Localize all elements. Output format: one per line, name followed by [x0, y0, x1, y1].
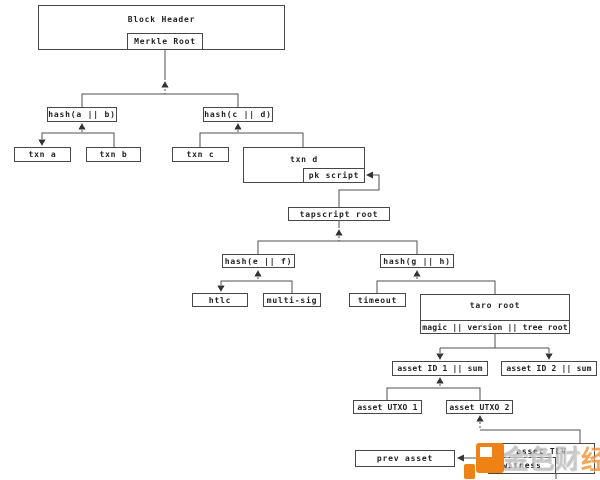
node-label: magic || version || tree root — [422, 322, 568, 332]
node-merkle-root: Merkle Root — [127, 33, 203, 50]
node-hash-ef: hash(e || f) — [222, 254, 295, 268]
node-txn-b: txn b — [86, 147, 141, 162]
node-asset-id-2: asset ID 2 || sum — [501, 361, 597, 376]
node-hash-ab: hash(a || b) — [47, 107, 117, 122]
node-txn-c: txn c — [172, 147, 229, 162]
node-asset-utxo-1: asset UTXO 1 — [353, 400, 422, 414]
node-label: asset ID 2 || sum — [506, 364, 592, 373]
node-label: hash(c || d) — [204, 110, 272, 119]
node-asset-utxo-2: asset UTXO 2 — [446, 400, 513, 414]
node-asset-id-1: asset ID 1 || sum — [392, 361, 488, 376]
node-label: asset UTXO 1 — [357, 402, 418, 412]
node-label: tapscript root — [299, 209, 379, 219]
node-asset-tlv: asset TLV witness — [488, 443, 595, 474]
node-txn-d: txn d pk script — [243, 147, 365, 183]
node-label: timeout — [357, 295, 398, 305]
node-taro-root: taro root magic || version || tree root — [420, 294, 570, 334]
node-hash-gh: hash(g || h) — [380, 254, 454, 268]
edge-taroroot-to-assetids — [436, 334, 553, 360]
node-timeout: timeout — [349, 293, 406, 307]
node-pk-script: pk script — [303, 168, 365, 183]
node-label: asset ID 1 || sum — [397, 364, 483, 373]
edge-hashab-to-txns — [38, 123, 115, 147]
edge-tapscript-to-hashes — [257, 221, 418, 254]
node-label: htlc — [208, 295, 232, 305]
node-label: Merkle Root — [134, 37, 196, 46]
edge-assetid1-to-utxos — [386, 377, 481, 400]
edge-hashcd-to-txns — [199, 123, 304, 147]
node-label: hash(a || b) — [48, 110, 116, 119]
node-label: hash(e || f) — [224, 256, 293, 266]
node-tapscript-root: tapscript root — [288, 207, 390, 221]
node-label: txn d — [289, 155, 319, 164]
edge-merkle-to-hashes — [81, 50, 239, 107]
edge-utxo2-to-assettlv — [476, 415, 581, 443]
node-txn-a: txn a — [14, 147, 71, 162]
node-label: txn c — [186, 150, 215, 159]
node-label: txn b — [99, 150, 128, 159]
node-hash-cd: hash(c || d) — [203, 107, 273, 122]
node-label: multi-sig — [266, 295, 318, 305]
node-label: pk script — [308, 171, 360, 180]
node-htlc: htlc — [192, 293, 248, 307]
node-taro-root-fields: magic || version || tree root — [420, 320, 570, 334]
node-label: taro root — [469, 301, 521, 310]
node-label: prev asset — [376, 454, 434, 463]
edge-hashgh-to-leaves — [376, 270, 496, 294]
edge-tapscript-to-pkscript — [338, 171, 380, 207]
node-label: asset TLV — [516, 447, 567, 456]
edge-hashef-to-leaves — [217, 270, 293, 293]
node-label: Block Header — [127, 15, 196, 24]
node-multi-sig: multi-sig — [263, 293, 321, 307]
node-witness: witness — [488, 457, 556, 474]
node-label: txn a — [28, 150, 57, 159]
node-prev-asset: prev asset — [355, 450, 455, 467]
node-label: asset UTXO 2 — [449, 402, 510, 412]
node-label: hash(g || h) — [383, 256, 451, 266]
node-block-header: Block Header Merkle Root — [38, 5, 285, 50]
node-label: witness — [502, 461, 542, 470]
